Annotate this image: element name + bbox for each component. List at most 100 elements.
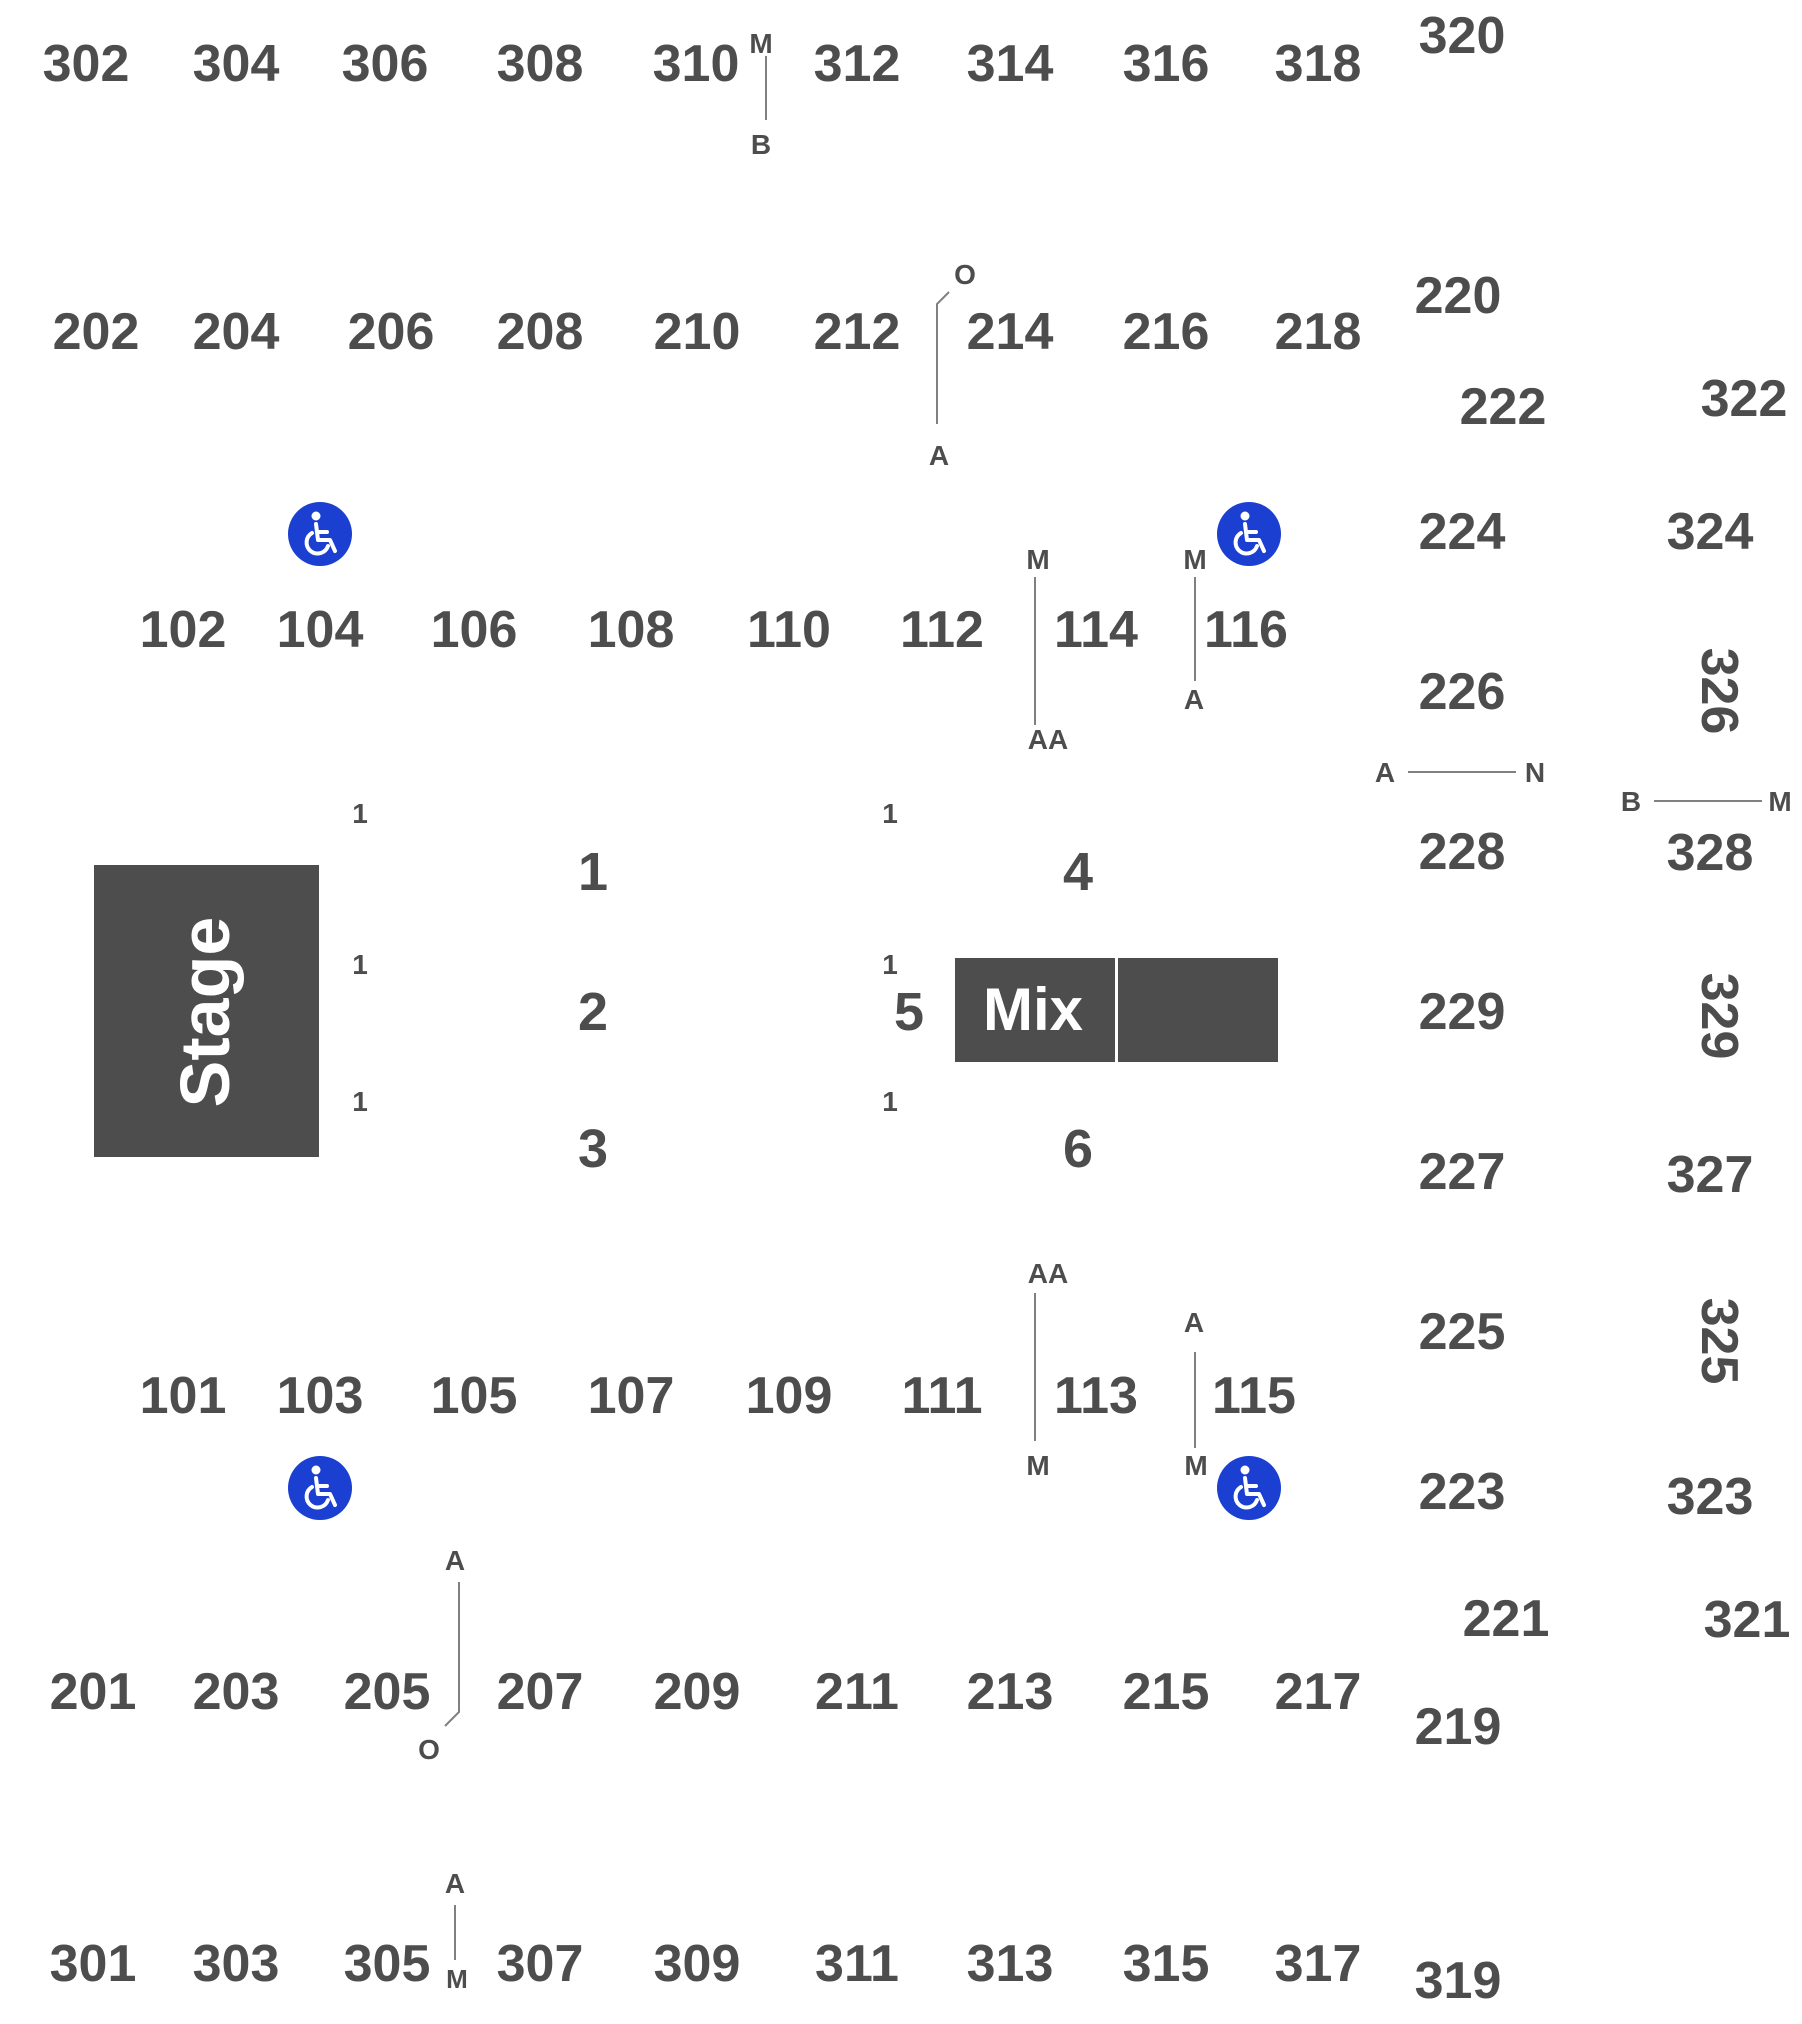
section-225[interactable]: 225: [1419, 1303, 1506, 1361]
row-marker: B: [751, 129, 771, 160]
section-209[interactable]: 209: [654, 1663, 741, 1721]
section-323[interactable]: 323: [1667, 1468, 1754, 1526]
row-marker: M: [1183, 544, 1206, 575]
section-317[interactable]: 317: [1275, 1935, 1362, 1993]
section-207[interactable]: 207: [497, 1663, 584, 1721]
wheelchair-icon[interactable]: [1217, 502, 1281, 566]
stage-block: [94, 865, 319, 1157]
section-326[interactable]: 326: [1690, 648, 1748, 735]
floor-section-2[interactable]: 2: [578, 982, 608, 1042]
section-108[interactable]: 108: [588, 601, 675, 659]
section-213[interactable]: 213: [967, 1663, 1054, 1721]
section-107[interactable]: 107: [588, 1367, 675, 1425]
floor-section-1[interactable]: 1: [578, 842, 608, 902]
section-319[interactable]: 319: [1415, 1952, 1502, 2010]
section-303[interactable]: 303: [193, 1935, 280, 1993]
section-221[interactable]: 221: [1463, 1590, 1550, 1648]
floor-section-4[interactable]: 4: [1063, 842, 1093, 902]
section-103[interactable]: 103: [277, 1367, 364, 1425]
section-302[interactable]: 302: [43, 35, 130, 93]
sections-300-right: 322 324 326 328 329 327 325 323 321: [1667, 370, 1791, 1649]
section-205[interactable]: 205: [344, 1663, 431, 1721]
section-313[interactable]: 313: [967, 1935, 1054, 1993]
wheelchair-icon[interactable]: [1217, 1456, 1281, 1520]
row-marker: N: [1525, 757, 1545, 788]
section-215[interactable]: 215: [1123, 1663, 1210, 1721]
section-224[interactable]: 224: [1419, 503, 1506, 561]
section-208[interactable]: 208: [497, 303, 584, 361]
section-105[interactable]: 105: [431, 1367, 518, 1425]
section-311[interactable]: 311: [815, 1935, 899, 1993]
section-101[interactable]: 101: [140, 1367, 227, 1425]
section-315[interactable]: 315: [1123, 1935, 1210, 1993]
section-110[interactable]: 110: [747, 601, 831, 659]
floor-section-3[interactable]: 3: [578, 1119, 608, 1179]
section-106[interactable]: 106: [431, 601, 518, 659]
section-308[interactable]: 308: [497, 35, 584, 93]
section-113[interactable]: 113: [1054, 1367, 1138, 1425]
section-203[interactable]: 203: [193, 1663, 280, 1721]
section-316[interactable]: 316: [1123, 35, 1210, 93]
section-201[interactable]: 201: [50, 1663, 137, 1721]
section-112[interactable]: 112: [900, 601, 984, 659]
floor-sections: 1 2 3 4 5 6 1 1 1 1 1 1: [352, 798, 1093, 1179]
section-305[interactable]: 305: [344, 1935, 431, 1993]
section-226[interactable]: 226: [1419, 663, 1506, 721]
row-marker: AA: [1028, 1258, 1068, 1289]
section-227[interactable]: 227: [1419, 1143, 1506, 1201]
row-marker: AA: [1028, 724, 1068, 755]
section-304[interactable]: 304: [193, 35, 280, 93]
section-212[interactable]: 212: [814, 303, 901, 361]
section-204[interactable]: 204: [193, 303, 280, 361]
section-301[interactable]: 301: [50, 1935, 137, 1993]
section-307[interactable]: 307: [497, 1935, 584, 1993]
floor-section-6[interactable]: 6: [1063, 1119, 1093, 1179]
row-marker: O: [418, 1734, 440, 1765]
section-219[interactable]: 219: [1415, 1698, 1502, 1756]
section-102[interactable]: 102: [140, 601, 227, 659]
section-306[interactable]: 306: [342, 35, 429, 93]
section-115[interactable]: 115: [1212, 1367, 1296, 1425]
section-223[interactable]: 223: [1419, 1463, 1506, 1521]
section-312[interactable]: 312: [814, 35, 901, 93]
section-218[interactable]: 218: [1275, 303, 1362, 361]
mix-position: Mix: [955, 958, 1278, 1062]
section-210[interactable]: 210: [654, 303, 741, 361]
section-310[interactable]: 310: [653, 35, 740, 93]
section-217[interactable]: 217: [1275, 1663, 1362, 1721]
section-322[interactable]: 322: [1701, 370, 1788, 428]
section-329[interactable]: 329: [1690, 973, 1748, 1060]
section-229[interactable]: 229: [1419, 983, 1506, 1041]
section-328[interactable]: 328: [1667, 824, 1754, 882]
section-206[interactable]: 206: [348, 303, 435, 361]
section-104[interactable]: 104: [277, 601, 364, 659]
row-marker: A: [1184, 1307, 1204, 1338]
section-216[interactable]: 216: [1123, 303, 1210, 361]
section-318[interactable]: 318: [1275, 35, 1362, 93]
section-228[interactable]: 228: [1419, 823, 1506, 881]
section-202[interactable]: 202: [53, 303, 140, 361]
section-327[interactable]: 327: [1667, 1146, 1754, 1204]
section-325[interactable]: 325: [1690, 1298, 1748, 1385]
section-116[interactable]: 116: [1204, 601, 1288, 659]
section-111[interactable]: 111: [901, 1367, 982, 1425]
section-309[interactable]: 309: [654, 1935, 741, 1993]
section-321[interactable]: 321: [1704, 1591, 1791, 1649]
section-211[interactable]: 211: [815, 1663, 899, 1721]
section-109[interactable]: 109: [746, 1367, 833, 1425]
row-marker: A: [445, 1545, 465, 1576]
section-320[interactable]: 320: [1419, 7, 1506, 65]
wheelchair-icon[interactable]: [288, 502, 352, 566]
section-114[interactable]: 114: [1054, 601, 1138, 659]
section-314[interactable]: 314: [967, 35, 1054, 93]
row-marker: M: [1768, 786, 1791, 817]
sections-100-top: 102 104 106 108 110 112 114 116: [140, 601, 1288, 659]
floor-section-5[interactable]: 5: [894, 982, 924, 1042]
section-220[interactable]: 220: [1415, 267, 1502, 325]
section-222[interactable]: 222: [1460, 378, 1547, 436]
wheelchair-icon[interactable]: [288, 1456, 352, 1520]
section-214[interactable]: 214: [967, 303, 1054, 361]
row-marker: M: [749, 28, 772, 59]
section-324[interactable]: 324: [1667, 503, 1754, 561]
row-range-line: [444, 1582, 460, 1727]
